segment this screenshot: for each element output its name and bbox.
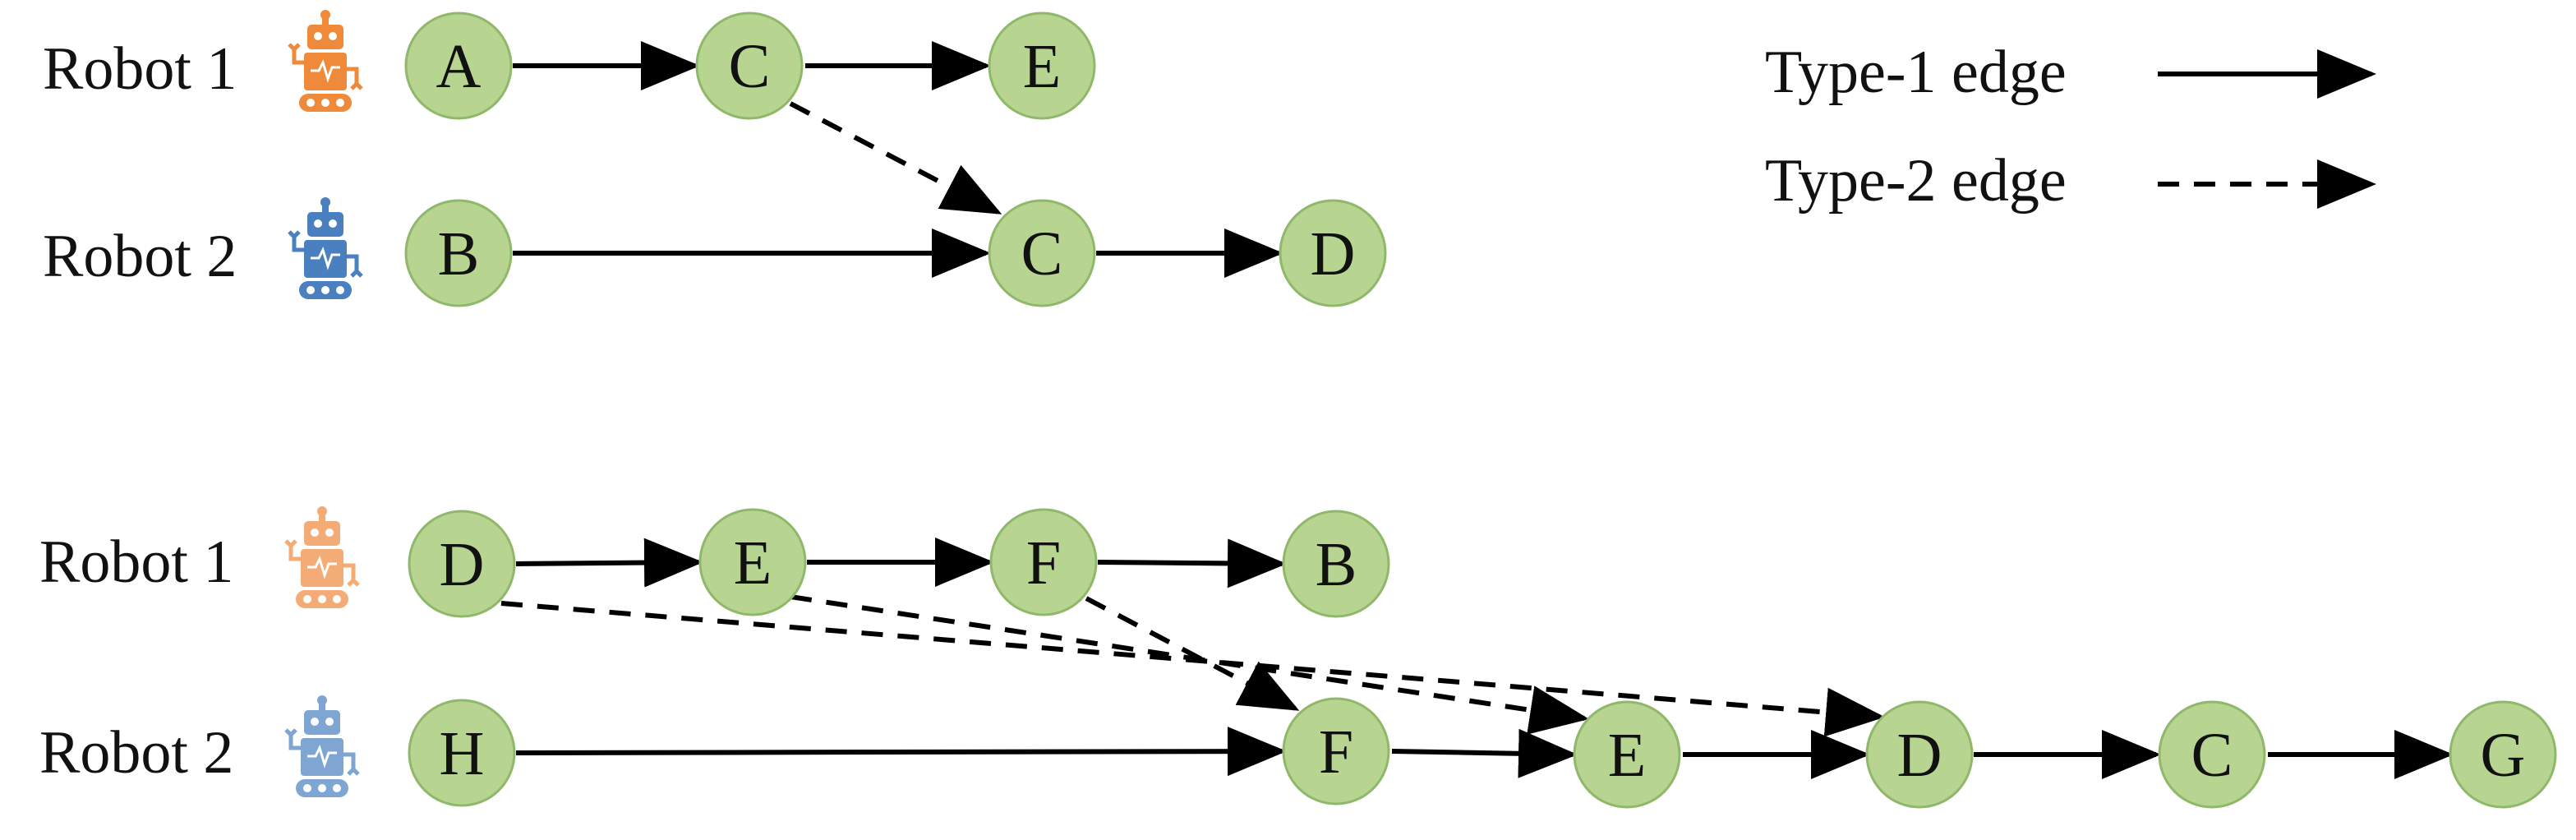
legend-type2-label: Type-2 edge	[1765, 147, 2067, 215]
node: E	[698, 508, 807, 616]
type1-edge	[1391, 728, 1578, 778]
node-label: G	[2481, 721, 2526, 790]
type1-edge	[515, 538, 703, 588]
top-robot1-label: Robot 1	[43, 35, 237, 103]
node: E	[988, 12, 1096, 120]
node: C	[988, 199, 1096, 307]
type1-edge	[515, 727, 1287, 777]
node: B	[1282, 510, 1390, 618]
node: C	[695, 12, 804, 120]
bottom-panel: Robot 1 Robot 2 D E F B	[39, 506, 2557, 809]
node-label: F	[1319, 718, 1353, 787]
node-label: F	[1026, 528, 1061, 598]
node-label: H	[440, 719, 485, 788]
node: D	[408, 510, 516, 618]
bottom-robot1-label: Robot 1	[39, 528, 233, 596]
type1-edge	[1097, 538, 1287, 588]
top-robot2-label: Robot 2	[43, 223, 237, 290]
node-label: B	[438, 219, 480, 288]
node-label: E	[734, 528, 772, 598]
node-label: E	[1608, 721, 1646, 790]
node-label: E	[1023, 32, 1061, 101]
node: A	[404, 12, 513, 120]
type2-edge	[789, 101, 1002, 215]
robot-icon-blue	[286, 695, 358, 797]
node-label: D	[1897, 721, 1942, 790]
node: C	[2158, 700, 2266, 809]
node: H	[408, 699, 516, 807]
node: E	[1573, 700, 1681, 809]
legend: Type-1 edge Type-2 edge	[1765, 39, 2376, 215]
node-label: C	[2191, 721, 2233, 790]
type2-edge	[1085, 596, 1300, 711]
top-panel: Robot 1 Robot 2 A C E B C	[43, 10, 1387, 307]
node-label: B	[1316, 530, 1357, 599]
robot-icon-blue	[289, 197, 362, 299]
robot-icon-orange	[289, 10, 362, 112]
node-label: C	[1021, 219, 1063, 288]
node-label: D	[440, 530, 485, 599]
node: D	[1279, 199, 1387, 307]
node-label: D	[1311, 219, 1356, 288]
robot-icon-orange	[286, 506, 358, 608]
node: F	[1282, 697, 1390, 805]
type2-edge	[500, 601, 1885, 737]
legend-type1-label: Type-1 edge	[1765, 39, 2067, 106]
node-label: A	[436, 32, 482, 101]
node-label: C	[729, 32, 771, 101]
node: G	[2449, 700, 2557, 809]
node: F	[989, 508, 1098, 616]
node: D	[1865, 700, 1974, 809]
bottom-robot2-label: Robot 2	[39, 719, 233, 787]
node: B	[404, 199, 513, 307]
